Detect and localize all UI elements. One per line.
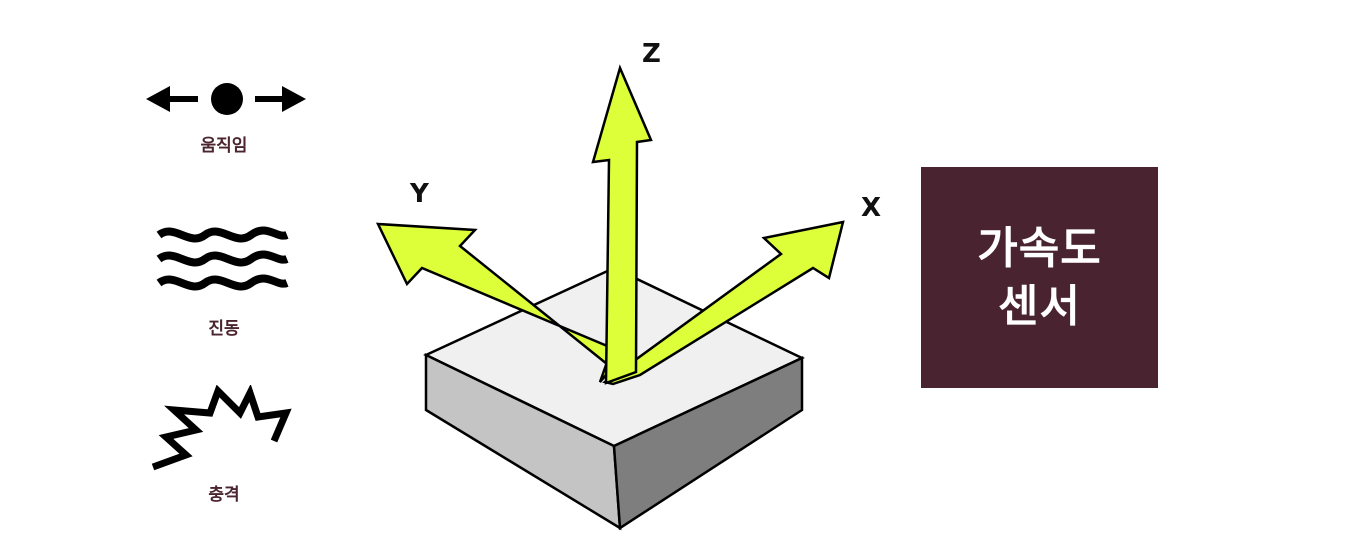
motion-label: 움직임 [200, 136, 248, 156]
x-axis-arrow [602, 220, 845, 386]
shock-icon [151, 385, 292, 471]
base-right-face [612, 356, 804, 531]
vibration-label: 진동 [208, 319, 240, 339]
z-axis-label: Z [642, 39, 661, 69]
x-axis-label: X [861, 193, 881, 223]
y-axis-arrow [375, 222, 614, 383]
y-axis-label: Y [409, 179, 430, 209]
shock-label: 충격 [208, 485, 240, 505]
motion-icon [146, 83, 306, 115]
sensor-title-line2: 센서 [998, 280, 1081, 332]
sensor-title-box: 가속도 센서 [921, 167, 1158, 388]
sensor-title-line1: 가속도 [977, 222, 1102, 274]
z-axis-arrow [591, 64, 653, 385]
vibration-icon [156, 226, 289, 291]
